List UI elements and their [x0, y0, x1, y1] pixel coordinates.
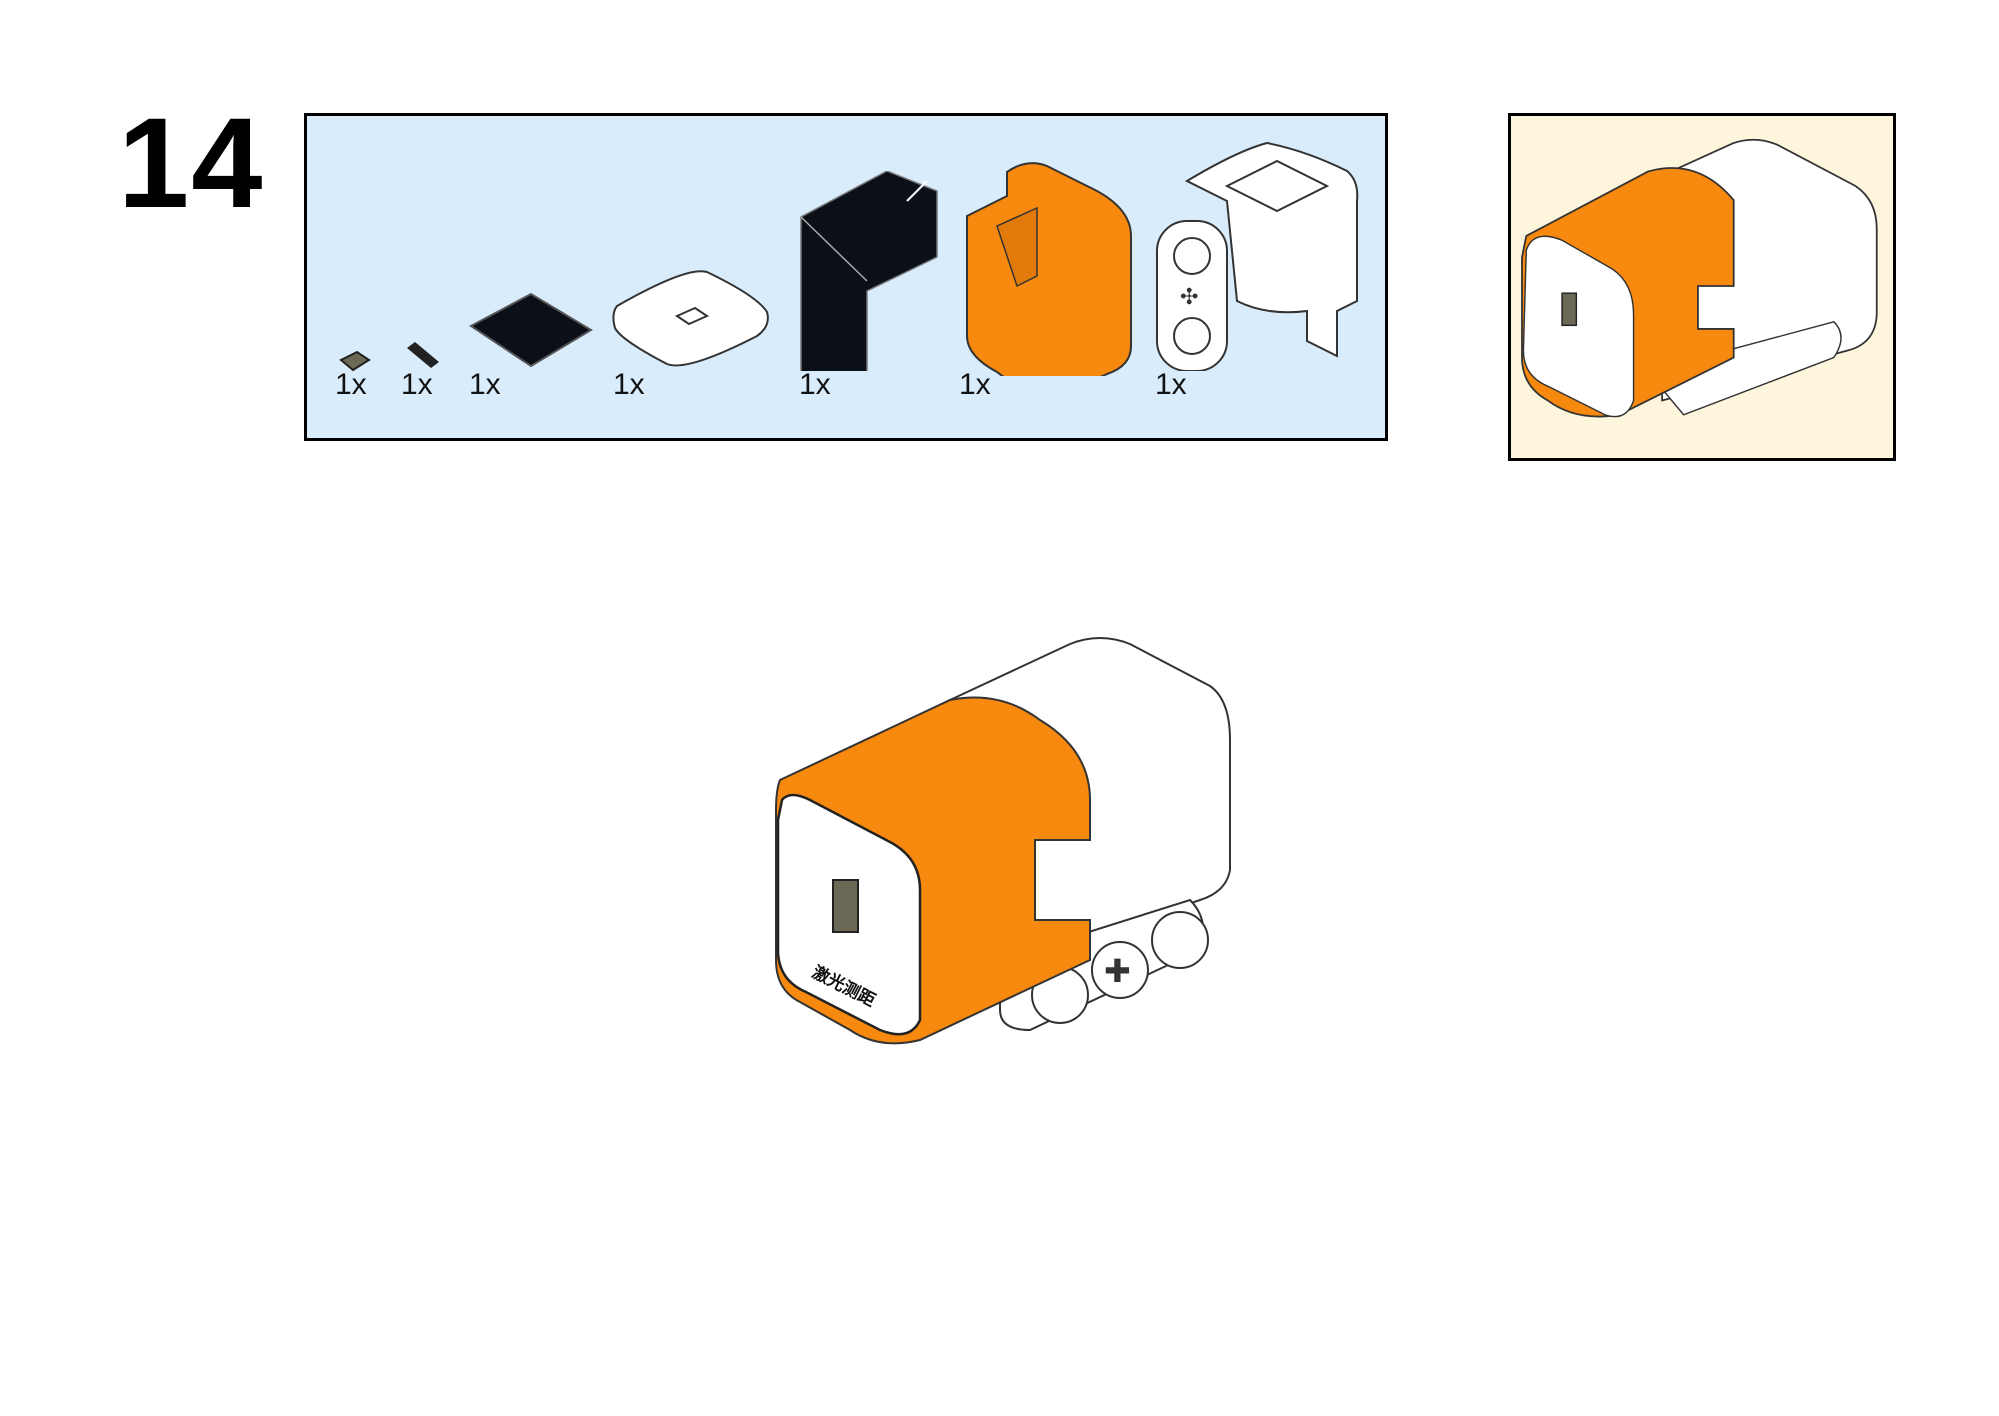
step-number: 14 — [118, 92, 265, 235]
part-quantity: 1x — [335, 368, 367, 401]
part-quantity: 1x — [469, 368, 501, 401]
black-plate-part-image — [469, 292, 593, 368]
part-quantity: 1x — [1155, 368, 1187, 401]
main-assembly-illustration: ✚ 激光测距 — [770, 630, 1240, 1050]
connector-part-image — [407, 342, 439, 368]
lens-cover-part-image — [612, 270, 769, 367]
sensor-body-part-image: ✣ — [1156, 141, 1359, 371]
black-bracket-part-image — [800, 171, 938, 371]
orange-housing-part-image — [966, 162, 1132, 376]
cross-axle-icon: ✚ — [1104, 953, 1131, 989]
chip-part-image — [339, 350, 371, 372]
parts-list-panel: 1x 1x 1x 1x 1x 1x ✣ 1x — [304, 113, 1388, 441]
assembly-preview-panel — [1508, 113, 1896, 461]
part-quantity: 1x — [613, 368, 645, 401]
svg-text:✣: ✣ — [1180, 284, 1198, 309]
part-quantity: 1x — [799, 368, 831, 401]
part-quantity: 1x — [401, 368, 433, 401]
assembled-sensor-preview-image — [1521, 138, 1878, 418]
part-quantity: 1x — [959, 368, 991, 401]
